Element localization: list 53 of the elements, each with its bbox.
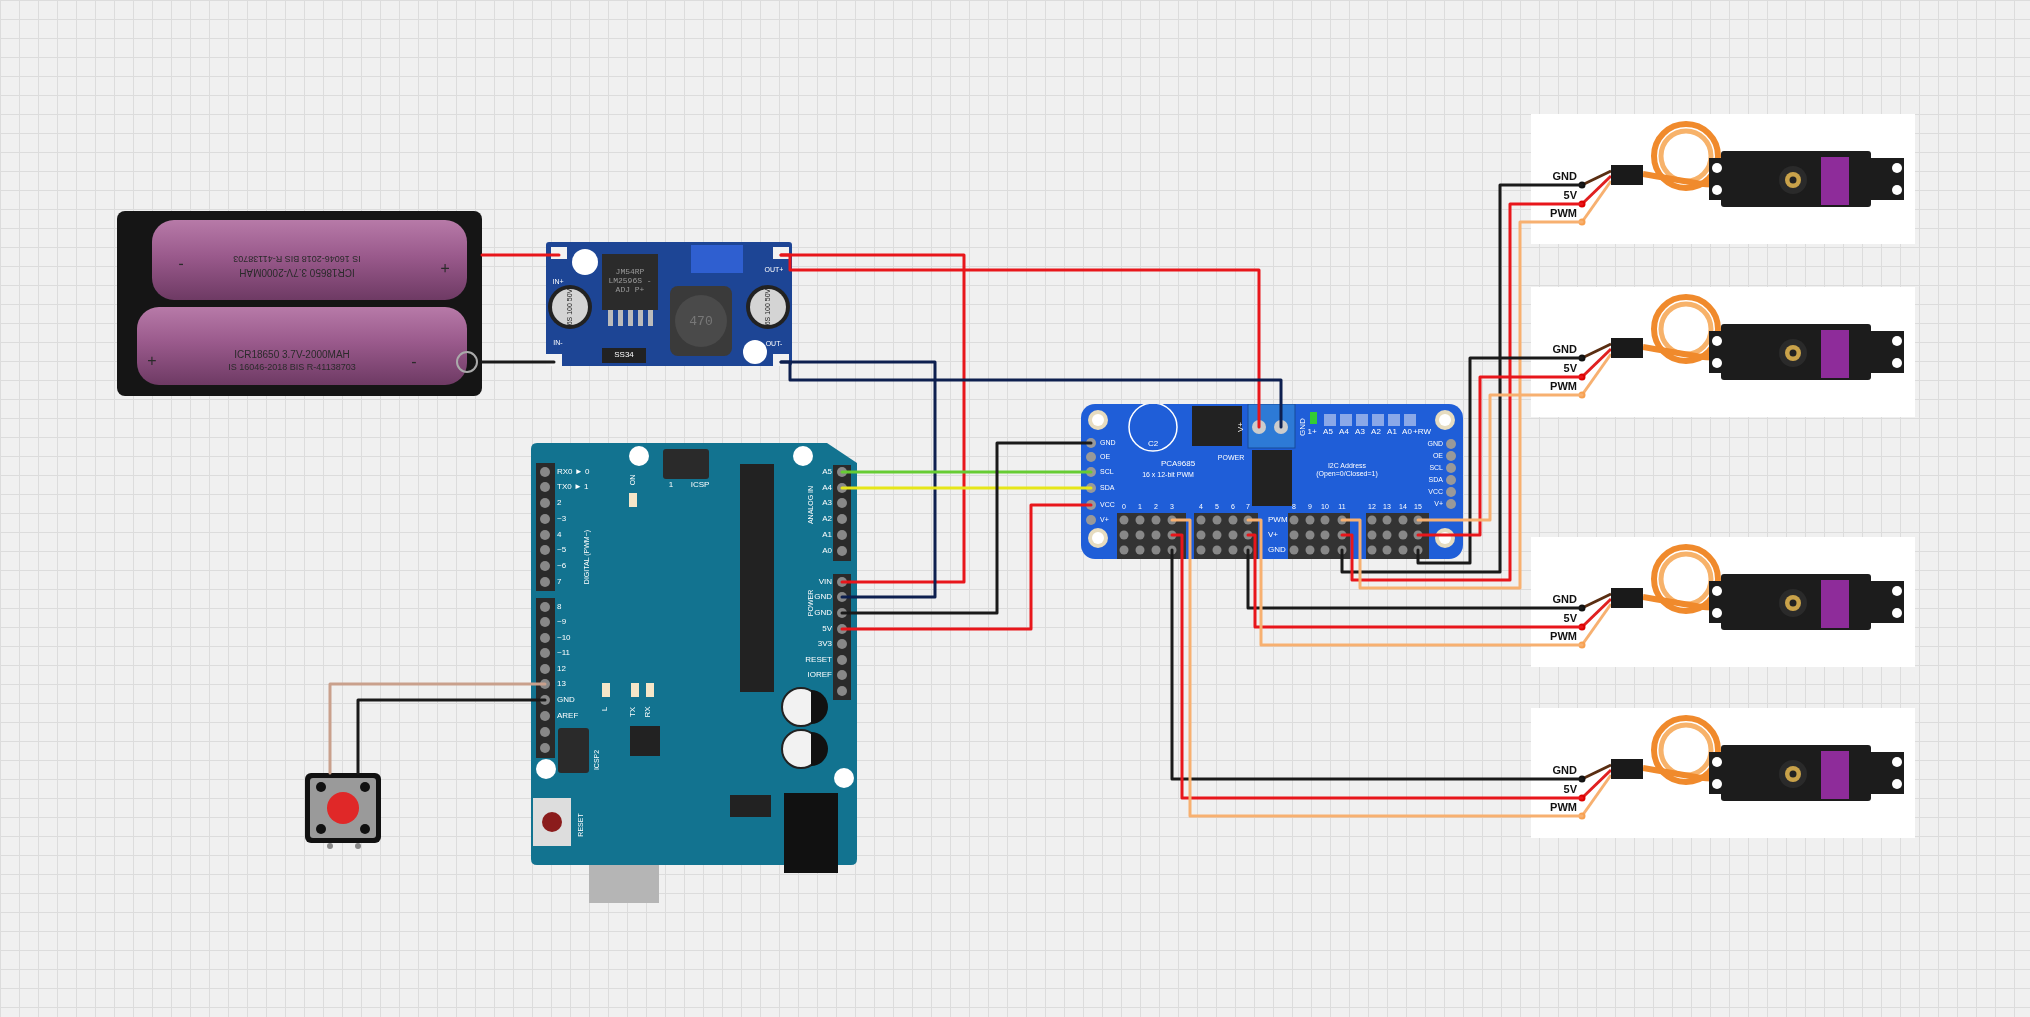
pin-label: 5V bbox=[1563, 611, 1577, 625]
wire bbox=[356, 698, 547, 775]
wire bbox=[480, 360, 556, 364]
board-label: 1+ bbox=[1307, 427, 1317, 437]
wire bbox=[779, 360, 1283, 429]
pin-label: PWM bbox=[1268, 515, 1288, 525]
pin-label: V+ bbox=[1236, 422, 1246, 432]
pin-label: PWM bbox=[1550, 629, 1577, 643]
wire bbox=[1246, 518, 1584, 647]
wire bbox=[1416, 375, 1584, 537]
polarity-sign: + bbox=[440, 259, 450, 277]
wire bbox=[1246, 548, 1584, 610]
board-label: PCA9685 bbox=[1160, 459, 1196, 469]
pin-label: PWM bbox=[1550, 206, 1577, 220]
pin-label: GND bbox=[1552, 763, 1577, 777]
chip-marking: JM54RP LM2596S -ADJ P+ bbox=[607, 267, 653, 295]
pin-label: 5V bbox=[1563, 361, 1577, 375]
cell-marking: ICR18650 3.7V-2000MAH bbox=[234, 348, 350, 360]
wire bbox=[779, 253, 1261, 429]
board-label: A0 bbox=[1402, 427, 1412, 437]
wire bbox=[480, 253, 561, 257]
polarity-sign: - bbox=[411, 353, 417, 371]
board-label: C2 bbox=[1147, 439, 1159, 449]
wire bbox=[840, 486, 1093, 490]
board-label: A3 bbox=[1355, 427, 1365, 437]
pin-label: GND bbox=[1552, 592, 1577, 606]
wire bbox=[1416, 393, 1584, 522]
wire bbox=[840, 470, 1093, 474]
cell-marking: IS 16046-2018 BIS R-41138703 bbox=[233, 253, 361, 263]
pin-label: PWM bbox=[1550, 800, 1577, 814]
wire bbox=[840, 441, 1093, 615]
board-label: A2 bbox=[1371, 427, 1381, 437]
pin-label: 5V bbox=[1563, 188, 1577, 202]
wire bbox=[840, 503, 1093, 631]
wire bbox=[1246, 533, 1584, 629]
pin-label: GND bbox=[1298, 418, 1308, 436]
pin-label: GND bbox=[1552, 169, 1577, 183]
board-label: A5 bbox=[1323, 427, 1333, 437]
board-label: A4 bbox=[1339, 427, 1349, 437]
board-label: +RW bbox=[1413, 427, 1431, 437]
pin-label: GND bbox=[1268, 545, 1286, 555]
board-label: A1 bbox=[1387, 427, 1397, 437]
diode-marking: SS34 bbox=[614, 350, 634, 360]
pin-label: PWM bbox=[1550, 379, 1577, 393]
cell-marking: IS 16046-2018 BIS R-41138703 bbox=[228, 363, 356, 373]
wire bbox=[328, 682, 547, 775]
wire bbox=[1416, 356, 1584, 565]
polarity-sign: - bbox=[178, 256, 184, 274]
pin-label: GND bbox=[1552, 342, 1577, 356]
pin-label: 5V bbox=[1563, 782, 1577, 796]
cell-marking: ICR18650 3.7V-2000MAH bbox=[239, 266, 355, 278]
polarity-sign: + bbox=[147, 352, 157, 370]
pin-label: V+ bbox=[1268, 530, 1278, 540]
